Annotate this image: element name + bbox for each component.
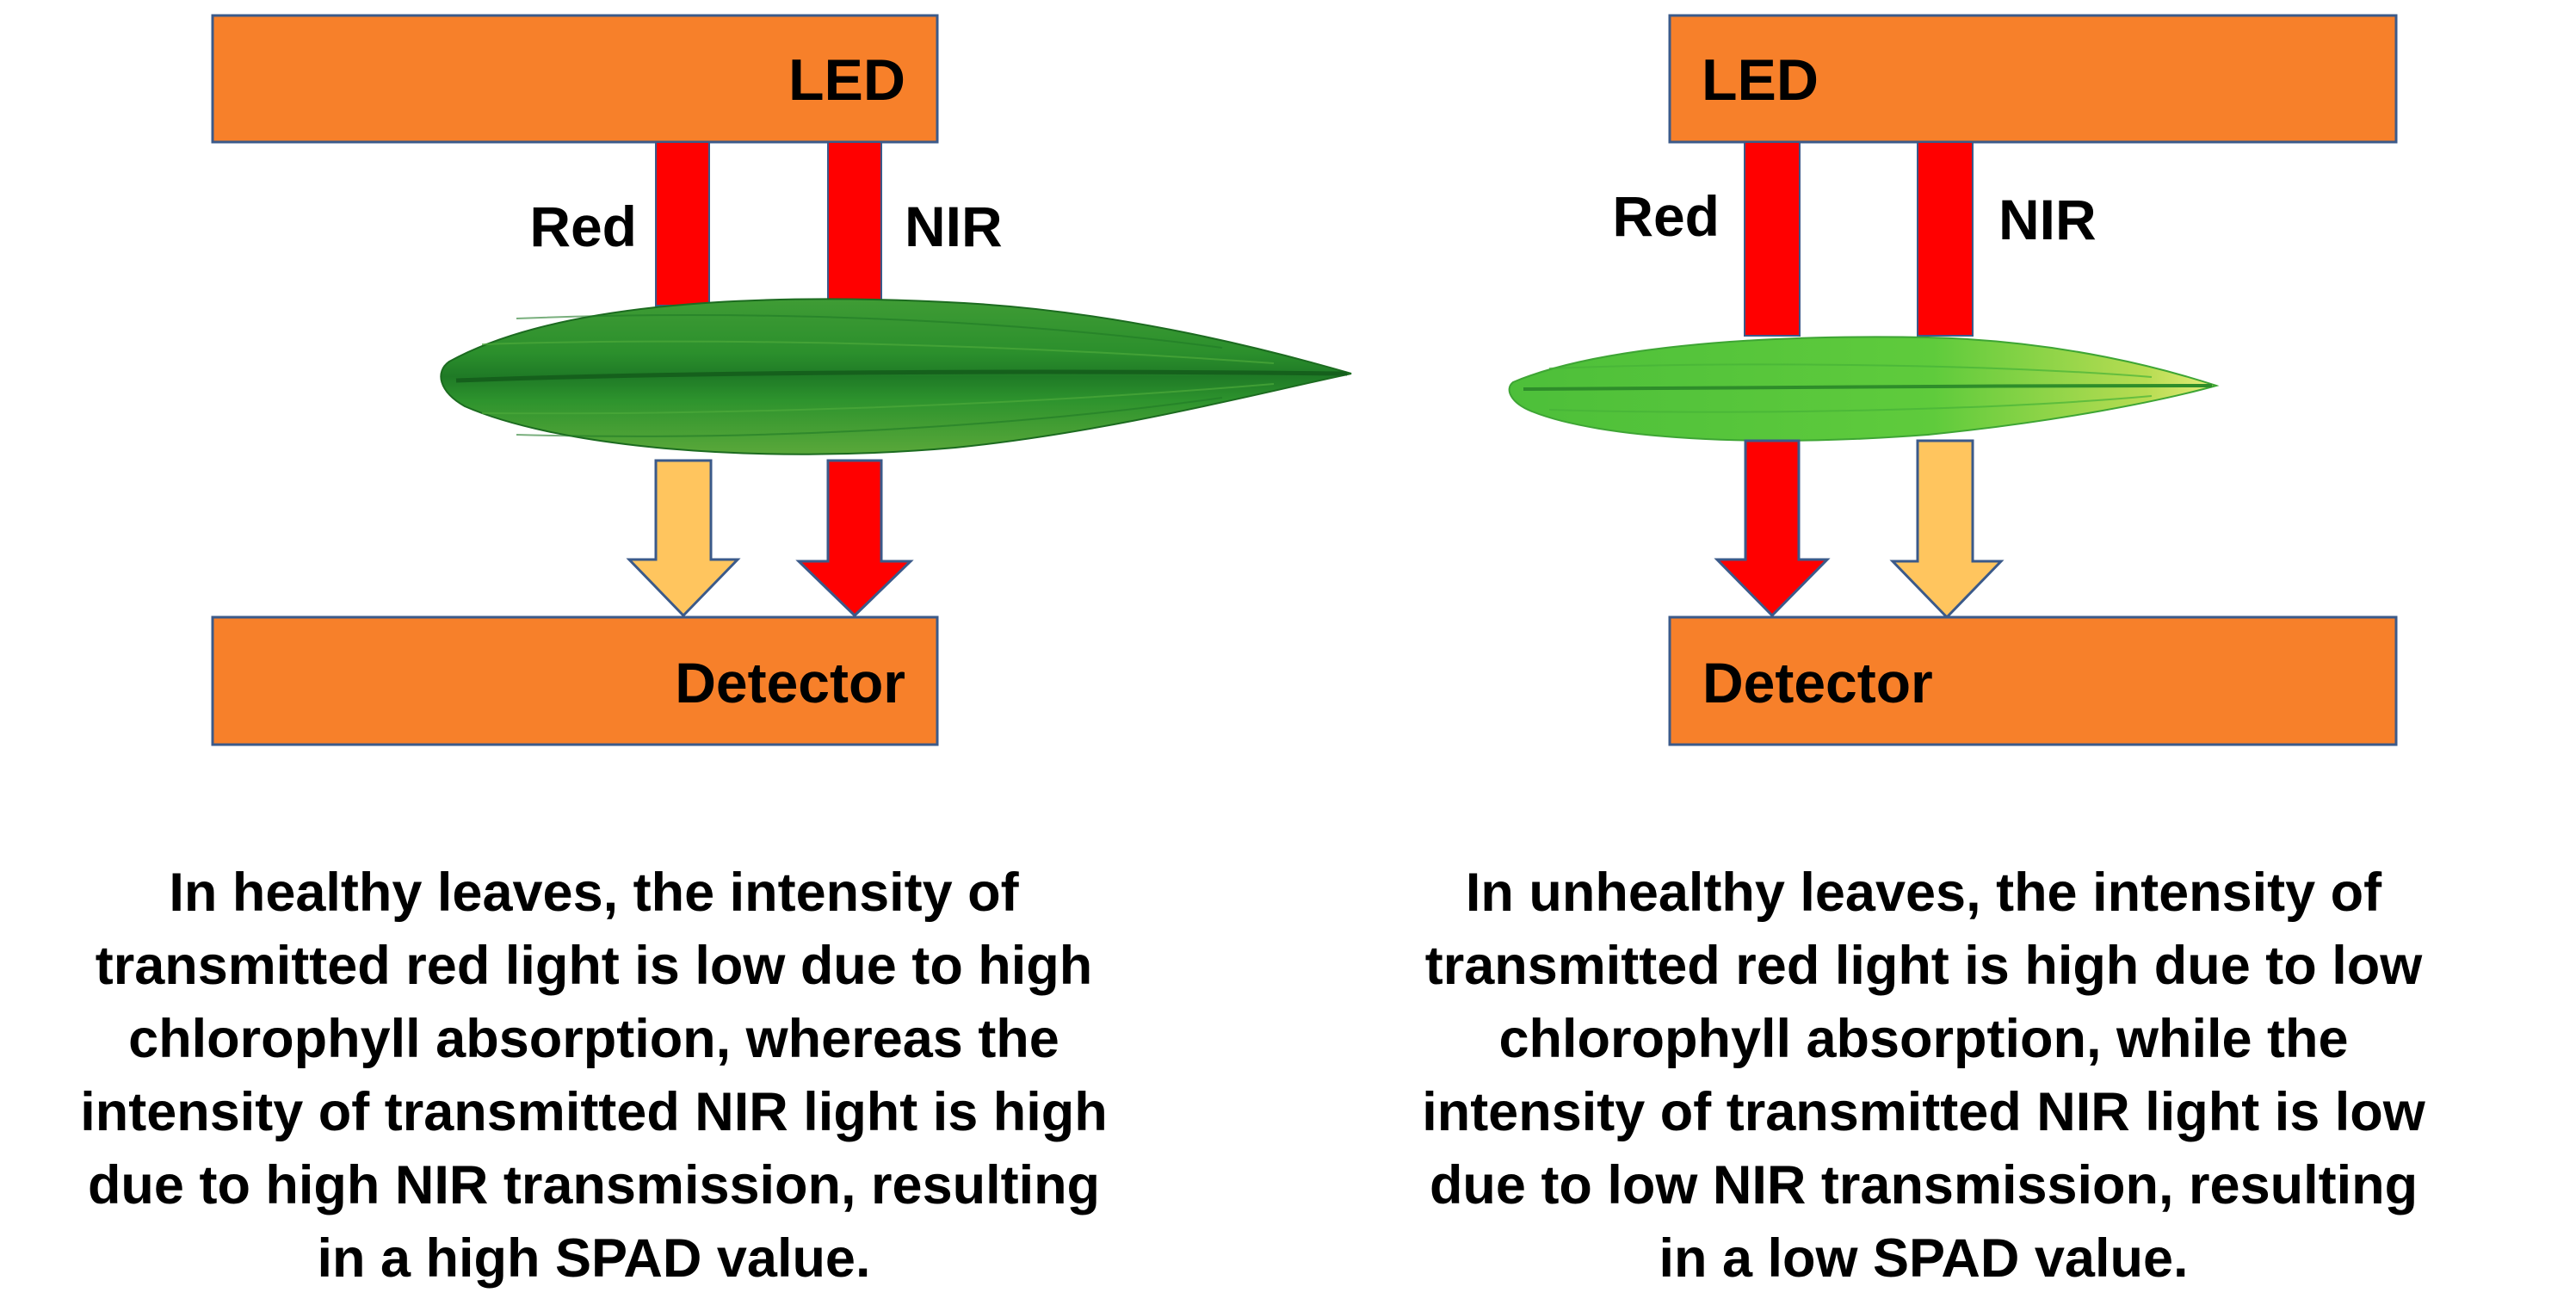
- unhealthy-caption-line: chlorophyll absorption, while the: [1498, 1009, 2349, 1069]
- nir-label-healthy: NIR: [905, 195, 1003, 258]
- red-transmitted-arrow-healthy: [626, 459, 741, 618]
- leaf-unhealthy-image: [1508, 336, 2220, 442]
- detector-box-unhealthy: [1668, 615, 2398, 746]
- detector-box-healthy: [211, 615, 939, 746]
- unhealthy-caption-line: transmitted red light is high due to low: [1424, 936, 2423, 996]
- red-beam-incident-healthy: [655, 141, 710, 306]
- healthy-caption-line: intensity of transmitted NIR light is hi…: [80, 1082, 1108, 1142]
- unhealthy-caption-line: intensity of transmitted NIR light is lo…: [1422, 1082, 2425, 1142]
- healthy-caption-line: In healthy leaves, the intensity of: [169, 863, 1019, 923]
- unhealthy-caption: In unhealthy leaves, the intensity of tr…: [1330, 857, 2517, 1296]
- healthy-caption-line: transmitted red light is low due to high: [95, 936, 1093, 996]
- detector-label-unhealthy: Detector: [1702, 651, 1933, 714]
- red-beam-incident-unhealthy: [1744, 141, 1801, 337]
- unhealthy-caption-line: In unhealthy leaves, the intensity of: [1465, 863, 2382, 923]
- red-label-healthy: Red: [529, 195, 637, 258]
- nir-transmitted-arrow-healthy: [795, 459, 914, 618]
- unhealthy-caption-line: in a low SPAD value.: [1659, 1228, 2189, 1289]
- led-box-unhealthy: [1668, 14, 2398, 144]
- led-label-unhealthy: LED: [1702, 47, 1819, 113]
- nir-beam-incident-unhealthy: [1917, 141, 1974, 337]
- healthy-panel: LED Red NIR Detector: [211, 14, 1352, 746]
- led-label-healthy: LED: [788, 47, 905, 113]
- red-label-unhealthy: Red: [1612, 184, 1720, 248]
- healthy-caption-line: due to high NIR transmission, resulting: [87, 1155, 1101, 1215]
- leaf-healthy-image: [440, 298, 1352, 455]
- unhealthy-panel: LED Red NIR Detector: [1508, 14, 2398, 746]
- healthy-caption: In healthy leaves, the intensity of tran…: [0, 857, 1188, 1296]
- healthy-caption-line: chlorophyll absorption, whereas the: [128, 1009, 1059, 1069]
- nir-transmitted-arrow-unhealthy: [1889, 439, 2005, 620]
- nir-beam-incident-healthy: [827, 141, 882, 306]
- healthy-caption-line: in a high SPAD value.: [317, 1228, 871, 1289]
- red-transmitted-arrow-unhealthy: [1714, 439, 1831, 618]
- led-box-healthy: [211, 14, 939, 144]
- detector-label-healthy: Detector: [675, 651, 905, 714]
- nir-label-unhealthy: NIR: [1998, 188, 2097, 251]
- unhealthy-caption-line: due to low NIR transmission, resulting: [1429, 1155, 2418, 1215]
